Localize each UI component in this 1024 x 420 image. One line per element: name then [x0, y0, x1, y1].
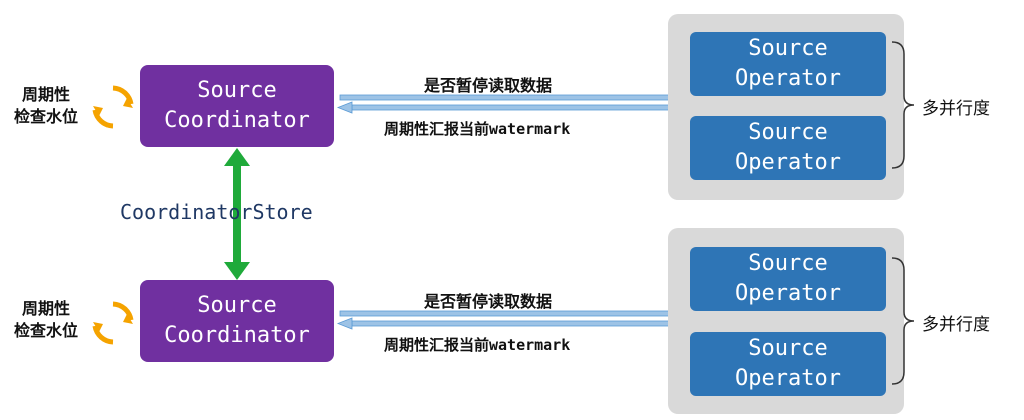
arrow-left-top	[351, 104, 683, 111]
cycle-icon-bottom	[92, 301, 134, 345]
pause-read-label-bottom: 是否暂停读取数据	[424, 292, 553, 311]
coordinator-store-label: CoordinatorStore	[120, 200, 313, 224]
arrow-left-bottom	[351, 320, 683, 327]
pause-read-label-top: 是否暂停读取数据	[424, 76, 553, 95]
channel-arrows-bottom	[336, 308, 686, 330]
store-arrow	[224, 148, 250, 280]
report-watermark-label-top: 周期性汇报当前watermark	[384, 120, 571, 138]
arrow-right-bottom	[339, 310, 671, 317]
brace-bottom	[891, 257, 915, 385]
report-watermark-label-bottom: 周期性汇报当前watermark	[384, 336, 571, 354]
arrow-right-top	[339, 94, 671, 101]
source-operator-bottom-2: Source Operator	[690, 332, 886, 396]
source-coordinator-bottom: Source Coordinator	[140, 280, 334, 362]
source-coordinator-top: Source Coordinator	[140, 65, 334, 147]
source-operator-top-1: Source Operator	[690, 32, 886, 96]
channel-arrows-top	[336, 92, 686, 114]
cycle-icon-top	[92, 85, 134, 129]
source-operator-bottom-1: Source Operator	[690, 247, 886, 311]
parallelism-label-bottom: 多并行度	[922, 315, 990, 335]
source-operator-top-2: Source Operator	[690, 116, 886, 180]
check-watermark-label-top: 周期性 检查水位	[13, 85, 78, 126]
parallelism-label-top: 多并行度	[922, 99, 990, 119]
brace-top	[891, 41, 915, 169]
check-watermark-label-bottom: 周期性 检查水位	[13, 299, 78, 340]
